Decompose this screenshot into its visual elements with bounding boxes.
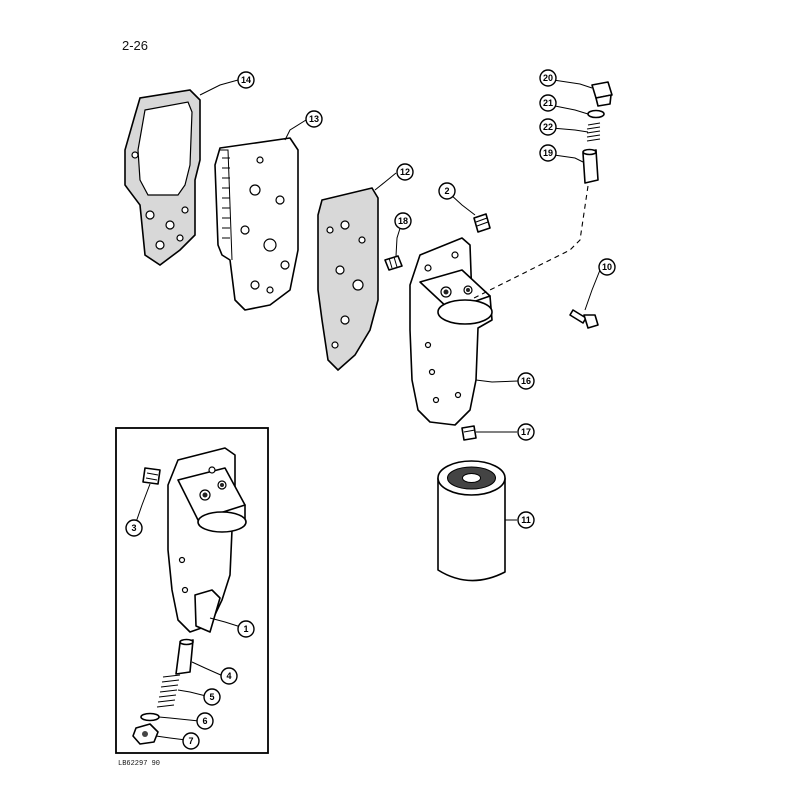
callout-5: 5 (203, 688, 221, 706)
svg-text:6: 6 (202, 716, 207, 726)
plug-part-20 (591, 81, 613, 107)
plug-part-7 (132, 723, 159, 745)
svg-text:5: 5 (209, 692, 214, 702)
callout-18: 18 (394, 212, 412, 230)
svg-text:7: 7 (188, 736, 193, 746)
fitting-part-17 (461, 425, 477, 441)
callout-21: 21 (539, 94, 557, 112)
valve-part-19 (582, 148, 599, 184)
callout-14: 14 (237, 71, 255, 89)
callout-19: 19 (539, 144, 557, 162)
bolt-part-18 (384, 255, 403, 271)
callout-2: 2 (438, 182, 456, 200)
oil-cooler-core-part-13 (214, 137, 299, 311)
o-ring-part-21 (587, 109, 605, 119)
plug-part-2 (473, 213, 491, 233)
svg-text:14: 14 (241, 75, 251, 85)
gasket-part-12 (317, 187, 379, 372)
inset-housing (167, 447, 247, 633)
svg-text:13: 13 (309, 114, 319, 124)
leader-lines (133, 77, 601, 741)
callout-6: 6 (196, 712, 214, 730)
valve-location-dashed-line (469, 185, 589, 301)
svg-text:12: 12 (400, 167, 410, 177)
filter-housing-part-16 (409, 237, 493, 426)
svg-text:18: 18 (398, 216, 408, 226)
callout-12: 12 (396, 163, 414, 181)
figure-id: LB62297 90 (118, 760, 161, 768)
inset-frame (115, 427, 269, 754)
svg-text:2: 2 (444, 186, 449, 196)
bolt-part-3 (142, 467, 161, 485)
callout-4: 4 (220, 667, 238, 685)
gasket-part-14 (124, 89, 201, 266)
callout-1: 1 (237, 620, 255, 638)
spring-part-22 (586, 122, 601, 142)
callout-20: 20 (539, 69, 557, 87)
callout-3: 3 (125, 519, 143, 537)
svg-text:1: 1 (243, 624, 248, 634)
sleeve-part-4 (175, 638, 194, 675)
callout-13: 13 (305, 110, 323, 128)
cap-screw-part-10 (569, 309, 599, 329)
callout-17: 17 (517, 423, 535, 441)
svg-text:19: 19 (543, 148, 553, 158)
svg-text:17: 17 (521, 427, 531, 437)
svg-text:16: 16 (521, 376, 531, 386)
valve-body-part-1 (194, 589, 221, 633)
svg-text:21: 21 (543, 98, 553, 108)
callout-7: 7 (182, 732, 200, 750)
page-number: 2-26 (122, 38, 149, 53)
svg-text:20: 20 (543, 73, 553, 83)
callout-22: 22 (539, 118, 557, 136)
callout-10: 10 (598, 258, 616, 276)
svg-text:11: 11 (521, 515, 531, 525)
washer-part-6 (140, 712, 160, 722)
spring-part-5 (156, 674, 181, 708)
oil-filter-part-11 (437, 460, 506, 582)
callout-16: 16 (517, 372, 535, 390)
svg-text:10: 10 (602, 262, 612, 272)
svg-text:22: 22 (543, 122, 553, 132)
callout-11: 11 (517, 511, 535, 529)
svg-text:4: 4 (226, 671, 231, 681)
svg-text:3: 3 (131, 523, 136, 533)
